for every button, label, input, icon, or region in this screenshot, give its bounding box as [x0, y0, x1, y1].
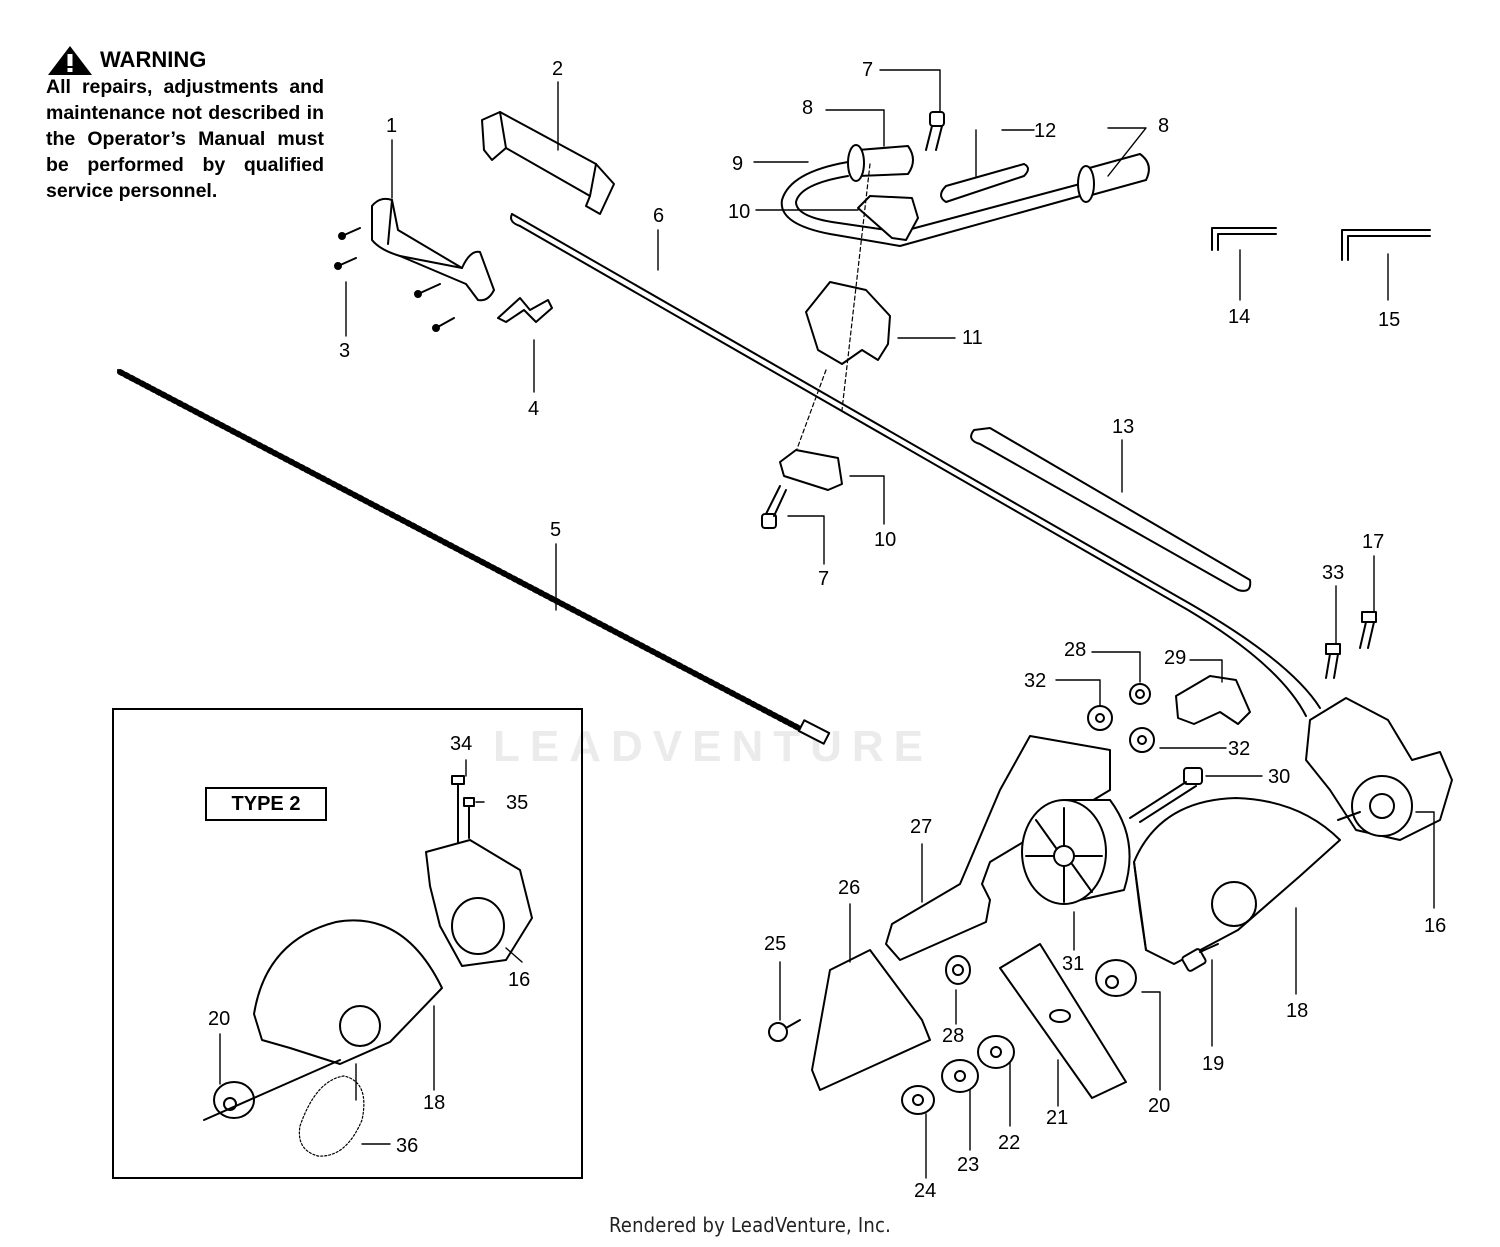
part-11-clamp [805, 281, 891, 365]
part-32-washer-upper [1087, 705, 1113, 731]
callout-13: 13 [1112, 416, 1134, 438]
part-24-nut [901, 1085, 935, 1115]
callout-16: 16 [1424, 915, 1446, 937]
callout-14: 14 [1228, 306, 1250, 328]
callout-20-inset: 20 [208, 1008, 230, 1030]
callout-10-upper: 10 [728, 201, 750, 223]
callout-26: 26 [838, 877, 860, 899]
part-31-wheel [1021, 799, 1131, 905]
leader-lines [219, 69, 1435, 1179]
part-1-rear-handle [371, 197, 495, 302]
callout-35: 35 [506, 792, 528, 814]
callout-36: 36 [396, 1135, 418, 1157]
callout-34: 34 [450, 733, 472, 755]
part-14-hex-key [1211, 227, 1277, 251]
part-28-nut-lower [945, 955, 971, 985]
part-22-washer [977, 1035, 1015, 1069]
part-12-label-strip [940, 163, 1029, 203]
part-32-washer-lower [1129, 727, 1155, 753]
watermark: LEADVENTURE [493, 722, 934, 771]
part-17-screw [1359, 611, 1377, 649]
part-4-clip [497, 297, 553, 323]
part-10-bracket-upper [857, 195, 919, 241]
callout-33: 33 [1322, 562, 1344, 584]
part-8-grip-left [847, 144, 914, 182]
part-18-guard [1133, 797, 1341, 965]
part-2-handle-cover [481, 111, 615, 215]
part-7-bolt-lower [761, 485, 787, 529]
callout-15: 15 [1378, 309, 1400, 331]
warning-triangle-icon [48, 46, 92, 75]
callout-27: 27 [910, 816, 932, 838]
part-7-bolt-upper [925, 111, 945, 151]
part-30-bolt [1129, 767, 1203, 823]
callout-32-lower: 32 [1228, 738, 1250, 760]
callout-29: 29 [1164, 647, 1186, 669]
callout-4: 4 [528, 398, 539, 420]
callout-31: 31 [1062, 953, 1084, 975]
callout-17: 17 [1362, 531, 1384, 553]
callout-28-upper: 28 [1064, 639, 1086, 661]
callout-20: 20 [1148, 1095, 1170, 1117]
part-29-knob [1175, 675, 1251, 725]
warning-header: WARNING [46, 44, 324, 76]
callout-6: 6 [653, 205, 664, 227]
callout-19: 19 [1202, 1053, 1224, 1075]
inset-part-34-screw [451, 775, 465, 843]
warning-text: All repairs, adjustments and maintenance… [46, 76, 324, 202]
callout-11: 11 [962, 327, 983, 349]
callout-8-left: 8 [802, 97, 813, 119]
inset-part-18-guard [253, 919, 443, 1065]
callout-28-lower: 28 [942, 1025, 964, 1047]
warning-title: WARNING [100, 47, 207, 72]
callout-labels: 1 2 3 4 5 6 7 7 8 8 9 10 10 11 12 13 14 … [208, 58, 1446, 1202]
callout-10-lower: 10 [874, 529, 896, 551]
callout-22: 22 [998, 1132, 1020, 1154]
callout-5: 5 [550, 519, 561, 541]
type-2-label: TYPE 2 [205, 787, 327, 821]
part-19-bolt [1181, 943, 1219, 972]
callout-12: 12 [1034, 120, 1056, 142]
callout-7-lower: 7 [818, 568, 829, 590]
part-28-nut-upper [1129, 683, 1151, 705]
inset-part-20-nut [203, 1059, 341, 1121]
callout-24: 24 [914, 1180, 936, 1202]
part-13-label-strip [970, 427, 1252, 592]
callout-8-right: 8 [1158, 115, 1169, 137]
part-26-shield-plate [811, 949, 931, 1091]
inset-part-36-gasket [298, 1075, 365, 1157]
part-20-nut [1095, 959, 1137, 997]
part-16-gear-head [1305, 697, 1453, 841]
callout-18-inset: 18 [423, 1092, 445, 1114]
part-8-grip-right [1077, 153, 1150, 203]
callout-16-inset: 16 [508, 969, 530, 991]
part-3-screws [334, 227, 455, 332]
callout-2: 2 [552, 58, 563, 80]
callout-7-upper: 7 [862, 59, 873, 81]
footer-credit: Rendered by LeadVenture, Inc. [609, 1213, 891, 1237]
part-6-shaft-tube [510, 213, 1321, 717]
part-5-drive-cable [117, 369, 831, 745]
part-23-washer [941, 1059, 979, 1093]
part-25-screw [768, 1019, 801, 1042]
callout-18: 18 [1286, 1000, 1308, 1022]
callout-32-upper: 32 [1024, 670, 1046, 692]
part-10-bracket-lower [779, 449, 843, 491]
callout-3: 3 [339, 340, 350, 362]
callout-21: 21 [1046, 1107, 1068, 1129]
inset-part-35-screw [463, 797, 475, 839]
part-27-edger-bracket [885, 735, 1111, 961]
warning-notice: WARNING All repairs, adjustments and mai… [46, 44, 324, 204]
part-33-screw [1325, 643, 1341, 679]
part-9-loop-handle [780, 161, 1081, 247]
callout-25: 25 [764, 933, 786, 955]
callout-23: 23 [957, 1154, 979, 1176]
type-2-inset-frame [112, 708, 583, 1179]
part-15-hex-key [1341, 229, 1431, 261]
callout-1: 1 [386, 115, 397, 137]
inset-part-16-gear-head [425, 839, 533, 967]
callout-9: 9 [732, 153, 743, 175]
callout-30: 30 [1268, 766, 1290, 788]
